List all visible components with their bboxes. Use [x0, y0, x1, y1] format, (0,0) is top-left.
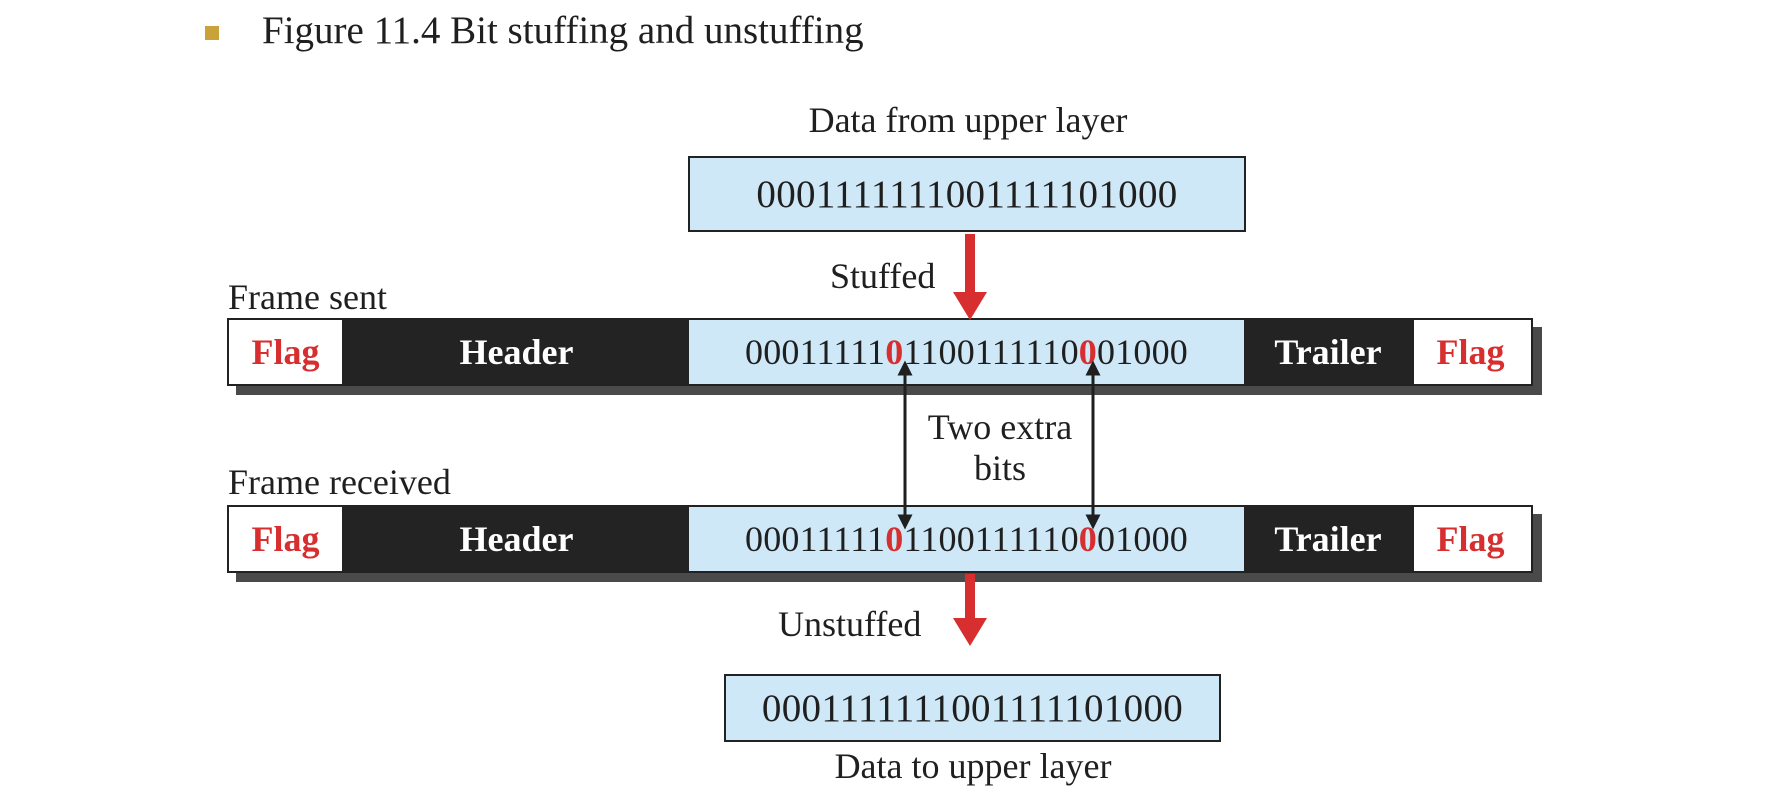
stuffed-arrow — [953, 234, 987, 320]
title-bullet — [205, 26, 219, 40]
frame-sent-trailer: Trailer — [1244, 320, 1412, 384]
figure-title: Figure 11.4 Bit stuffing and unstuffing — [262, 9, 864, 52]
unstuffed-arrow — [953, 574, 987, 646]
frame-sent-flag-left: Flag — [229, 320, 344, 384]
data-to-upper-layer-box: 0001111111001111101000 — [724, 674, 1221, 742]
frame-received-header: Header — [344, 507, 689, 571]
frame-sent-payload-part1: 00011111 — [745, 332, 886, 372]
frame-received-payload-part1: 00011111 — [745, 519, 886, 559]
data-from-upper-layer-label: Data from upper layer — [808, 100, 1128, 140]
frame-sent-payload-part2: 1100111110 — [903, 332, 1079, 372]
two-extra-bits-line1: Two extra — [927, 407, 1073, 447]
two-extra-bits-line2: bits — [973, 448, 1027, 488]
frame-sent-header: Header — [344, 320, 689, 384]
data-to-upper-layer-label: Data to upper layer — [834, 746, 1112, 786]
frame-received-payload-part3: 01000 — [1097, 519, 1188, 559]
data-from-upper-layer-box: 0001111111001111101000 — [688, 156, 1246, 232]
frame-received-flag-right: Flag — [1412, 507, 1527, 571]
frame-received-trailer: Trailer — [1244, 507, 1412, 571]
frame-received-label: Frame received — [228, 462, 451, 502]
stuffed-label: Stuffed — [830, 256, 936, 296]
unstuffed-label: Unstuffed — [778, 604, 922, 644]
frame-sent-payload-part3: 01000 — [1097, 332, 1188, 372]
frame-sent-flag-right: Flag — [1412, 320, 1527, 384]
frame-received-flag-left: Flag — [229, 507, 344, 571]
frame-received-payload-part2: 1100111110 — [903, 519, 1079, 559]
frame-sent-label: Frame sent — [228, 277, 387, 317]
